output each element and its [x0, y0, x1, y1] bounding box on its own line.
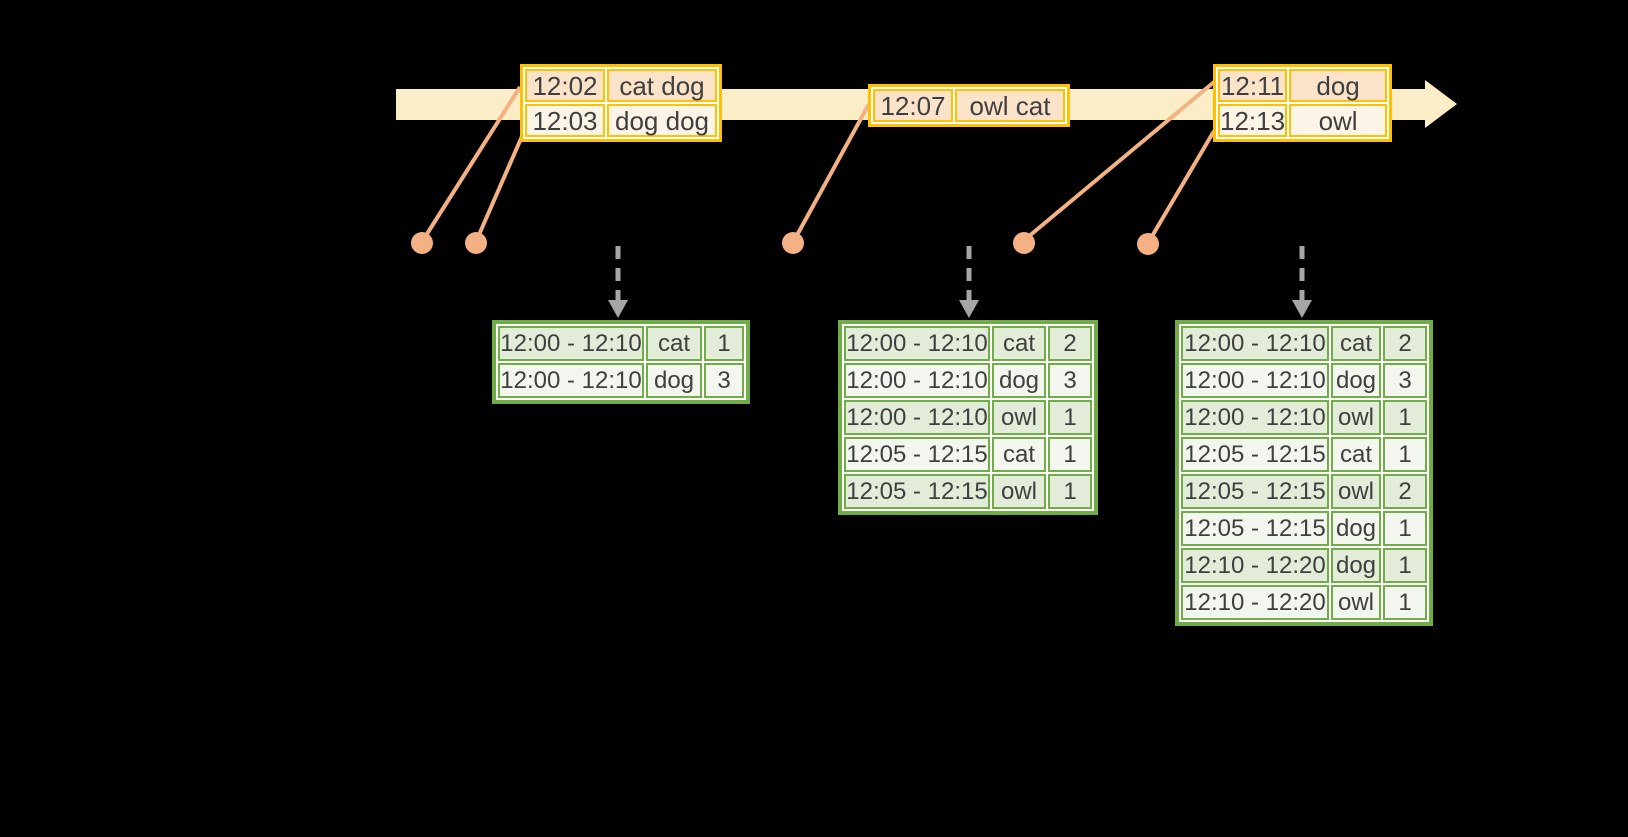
words-cell: dog dog — [607, 104, 717, 137]
event-dot — [1013, 232, 1035, 254]
word-cell: cat — [646, 326, 702, 361]
time-cell: 12:13 — [1218, 104, 1288, 137]
trigger-arrowhead-icon — [1292, 300, 1312, 318]
connector-line — [423, 85, 522, 239]
event-dot — [411, 232, 433, 254]
connector-line — [476, 133, 525, 238]
word-cell: owl — [1331, 400, 1381, 435]
window-cell: 12:00 - 12:10 — [844, 400, 990, 435]
connector-line — [1026, 80, 1216, 239]
window-cell: 12:05 - 12:15 — [1181, 437, 1329, 472]
word-cell: cat — [992, 437, 1046, 472]
word-cell: cat — [1331, 326, 1381, 361]
word-cell: cat — [992, 326, 1046, 361]
window-cell: 12:00 - 12:10 — [844, 363, 990, 398]
window-cell: 12:10 - 12:20 — [1181, 548, 1329, 583]
count-cell: 1 — [1383, 585, 1427, 620]
word-cell: cat — [1331, 437, 1381, 472]
trigger-arrowhead-icon — [959, 300, 979, 318]
timeline-arrowhead-icon — [1425, 80, 1457, 128]
count-cell: 1 — [1048, 437, 1092, 472]
count-cell: 3 — [1383, 363, 1427, 398]
window-cell: 12:05 - 12:15 — [1181, 511, 1329, 546]
words-cell: owl cat — [955, 89, 1065, 122]
words-cell: owl — [1289, 104, 1388, 137]
window-cell: 12:00 - 12:10 — [498, 363, 644, 398]
connector-line — [1149, 129, 1216, 240]
count-cell: 2 — [1048, 326, 1092, 361]
window-cell: 12:00 - 12:10 — [844, 326, 990, 361]
count-cell: 3 — [704, 363, 744, 398]
window-cell: 12:00 - 12:10 — [1181, 326, 1329, 361]
word-cell: owl — [1331, 585, 1381, 620]
window-cell: 12:00 - 12:10 — [1181, 400, 1329, 435]
event-dot — [465, 232, 487, 254]
window-cell: 12:05 - 12:15 — [844, 474, 990, 509]
window-cell: 12:05 - 12:15 — [844, 437, 990, 472]
time-cell: 12:03 — [525, 104, 605, 137]
count-cell: 1 — [1383, 437, 1427, 472]
word-cell: dog — [646, 363, 702, 398]
word-cell: dog — [992, 363, 1046, 398]
event-dot — [782, 232, 804, 254]
count-cell: 1 — [1383, 511, 1427, 546]
count-cell: 1 — [1048, 400, 1092, 435]
count-cell: 1 — [1383, 400, 1427, 435]
window-cell: 12:10 - 12:20 — [1181, 585, 1329, 620]
connector-line — [794, 103, 871, 238]
count-cell: 1 — [1383, 548, 1427, 583]
window-cell: 12:00 - 12:10 — [1181, 363, 1329, 398]
time-cell: 12:07 — [873, 89, 953, 122]
event-dot — [1137, 233, 1159, 255]
count-cell: 2 — [1383, 474, 1427, 509]
window-cell: 12:05 - 12:15 — [1181, 474, 1329, 509]
trigger-arrowhead-icon — [608, 300, 628, 318]
window-cell: 12:00 - 12:10 — [498, 326, 644, 361]
word-cell: owl — [992, 400, 1046, 435]
count-cell: 1 — [704, 326, 744, 361]
time-cell: 12:11 — [1218, 69, 1288, 102]
word-cell: owl — [1331, 474, 1381, 509]
word-cell: dog — [1331, 511, 1381, 546]
word-cell: dog — [1331, 363, 1381, 398]
words-cell: cat dog — [607, 69, 717, 102]
count-cell: 2 — [1383, 326, 1427, 361]
words-cell: dog — [1289, 69, 1388, 102]
word-cell: owl — [992, 474, 1046, 509]
word-cell: dog — [1331, 548, 1381, 583]
count-cell: 1 — [1048, 474, 1092, 509]
count-cell: 3 — [1048, 363, 1092, 398]
time-cell: 12:02 — [525, 69, 605, 102]
